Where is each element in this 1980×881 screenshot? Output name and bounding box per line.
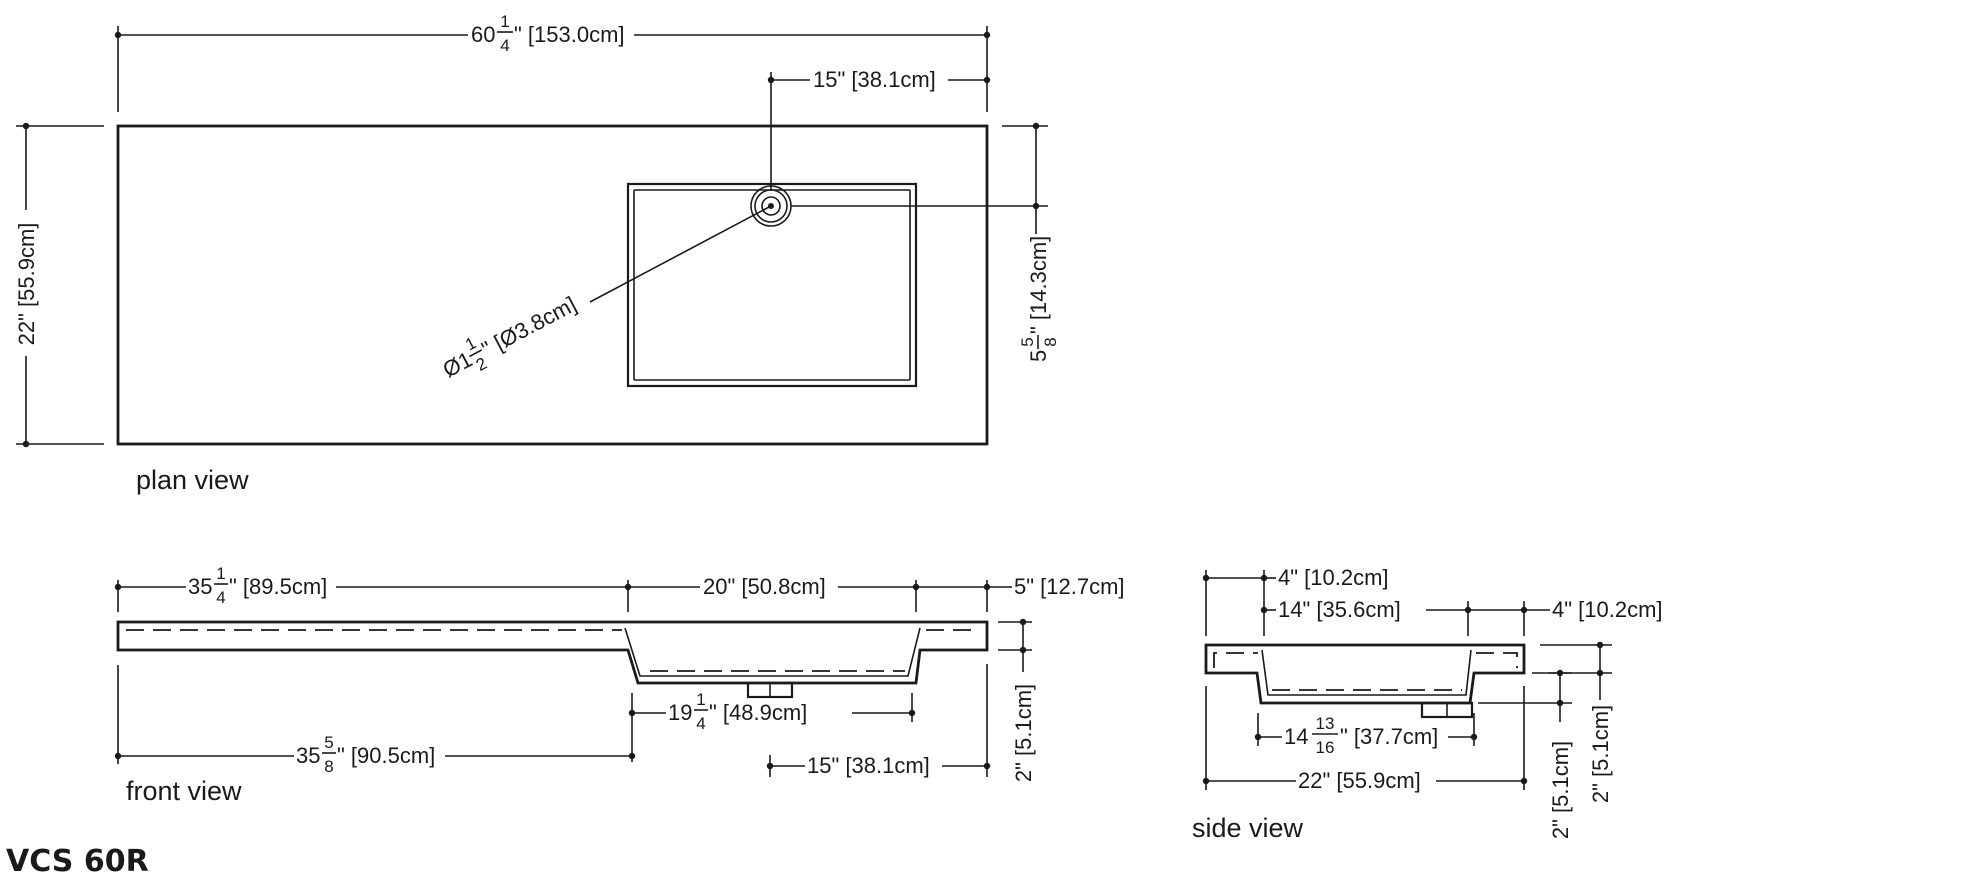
plan-width-rest: " [153.0cm] (514, 22, 625, 47)
side-basin-bottom-den: 16 (1316, 738, 1335, 757)
front-right-deck-label: 5" [12.7cm] (1014, 574, 1125, 599)
side-basin-top-label: 14" [35.6cm] (1278, 597, 1401, 622)
side-basin-bottom-rest: " [37.7cm] (1340, 724, 1438, 749)
front-left-deck-num: 1 (216, 564, 225, 583)
plan-drain-offset-label: 15" [38.1cm] (813, 67, 936, 92)
front-left-to-basin-num: 5 (324, 733, 333, 752)
plan-drain-offset-dimension: 15" [38.1cm] (767, 67, 991, 190)
side-hidden-front (1476, 652, 1518, 668)
side-view: 4" [10.2cm] 14" [35.6cm] 4" [10.2cm] 14 … (1192, 565, 1663, 843)
front-left-deck-whole: 35 (188, 574, 212, 599)
plan-drain-depth-den: 8 (1041, 337, 1060, 346)
front-basin-bottom-whole: 19 (668, 700, 692, 725)
side-back-deck-label: 4" [10.2cm] (1278, 565, 1389, 590)
front-height-dimension: 2" [5.1cm] (998, 618, 1036, 782)
front-top-dimension-chain: 35 1 4 " [89.5cm] 20" [50.8cm] 5" [12.7c… (114, 564, 1125, 612)
front-basin-inner (624, 627, 921, 677)
plan-view: 60 1 4 " [153.0cm] 15" [38.1cm] 22" [55.… (14, 12, 1060, 495)
front-basin-top-label: 20" [50.8cm] (703, 574, 826, 599)
plan-drain-depth-dimension: 5 5 8 " [14.3cm] (791, 122, 1060, 362)
plan-depth-label: 22" [55.9cm] (14, 223, 39, 346)
front-basin-bottom-den: 4 (696, 714, 705, 733)
model-designation: VCS 60R (6, 844, 149, 879)
plan-drain-diameter-callout: Ø1 1 2 " [Ø3.8cm] (439, 205, 772, 382)
front-height-label: 2" [5.1cm] (1011, 684, 1036, 782)
side-depth-dimension: 22" [55.9cm] (1202, 686, 1528, 793)
plan-width-whole: 60 (471, 22, 495, 47)
front-basin-bottom-dimension: 19 1 4 " [48.9cm] (628, 690, 916, 762)
front-drain-offset-dimension: 15" [38.1cm] (766, 664, 991, 778)
front-left-to-basin-whole: 35 (296, 743, 320, 768)
side-deck-height-label: 2" [5.1cm] (1588, 705, 1613, 803)
plan-basin-outline (626, 182, 918, 388)
front-left-to-basin-rest: " [90.5cm] (337, 743, 435, 768)
plan-width-num: 1 (500, 12, 509, 31)
side-top-dimension-chain: 4" [10.2cm] 14" [35.6cm] 4" [10.2cm] (1202, 565, 1663, 636)
front-left-deck-rest: " [89.5cm] (229, 574, 327, 599)
plan-drain-depth-num: 5 (1018, 337, 1037, 346)
front-outer-profile (116, 620, 989, 685)
front-drain-offset-label: 15" [38.1cm] (807, 753, 930, 778)
plan-depth-dimension: 22" [55.9cm] (14, 122, 104, 448)
plan-width-den: 4 (500, 36, 509, 55)
side-view-label: side view (1192, 813, 1304, 843)
front-left-deck-den: 4 (216, 588, 225, 607)
plan-view-label: plan view (136, 465, 249, 495)
side-front-deck-label: 4" [10.2cm] (1552, 597, 1663, 622)
side-depth-label: 22" [55.9cm] (1298, 768, 1421, 793)
plan-countertop-outline (116, 124, 989, 446)
front-basin-bottom-num: 1 (696, 690, 705, 709)
front-view: 35 1 4 " [89.5cm] 20" [50.8cm] 5" [12.7c… (114, 564, 1125, 806)
plan-drain-dia-rest: " [Ø3.8cm] (478, 291, 581, 361)
side-hidden-back (1213, 652, 1258, 668)
front-left-to-basin-den: 8 (324, 757, 333, 776)
side-basin-height-label: 2" [5.1cm] (1548, 741, 1573, 839)
side-basin-bottom-dimension: 14 13 16 " [37.7cm] (1254, 713, 1478, 757)
front-basin-bottom-rest: " [48.9cm] (709, 700, 807, 725)
side-basin-inner (1261, 649, 1472, 696)
plan-drain-depth-rest: " [14.3cm] (1026, 236, 1051, 334)
side-basin-height-dimension: 2" [5.1cm] (1478, 669, 1573, 839)
plan-drain-depth-whole: 5 (1026, 350, 1051, 362)
front-view-label: front view (126, 776, 242, 806)
plan-width-dimension: 60 1 4 " [153.0cm] (114, 12, 991, 112)
side-deck-height-dimension: 2" [5.1cm] (1532, 641, 1613, 803)
front-left-to-basin-dimension: 35 5 8 " [90.5cm] (114, 665, 636, 776)
side-basin-bottom-num: 13 (1316, 714, 1335, 733)
side-basin-bottom-whole: 14 (1284, 724, 1308, 749)
